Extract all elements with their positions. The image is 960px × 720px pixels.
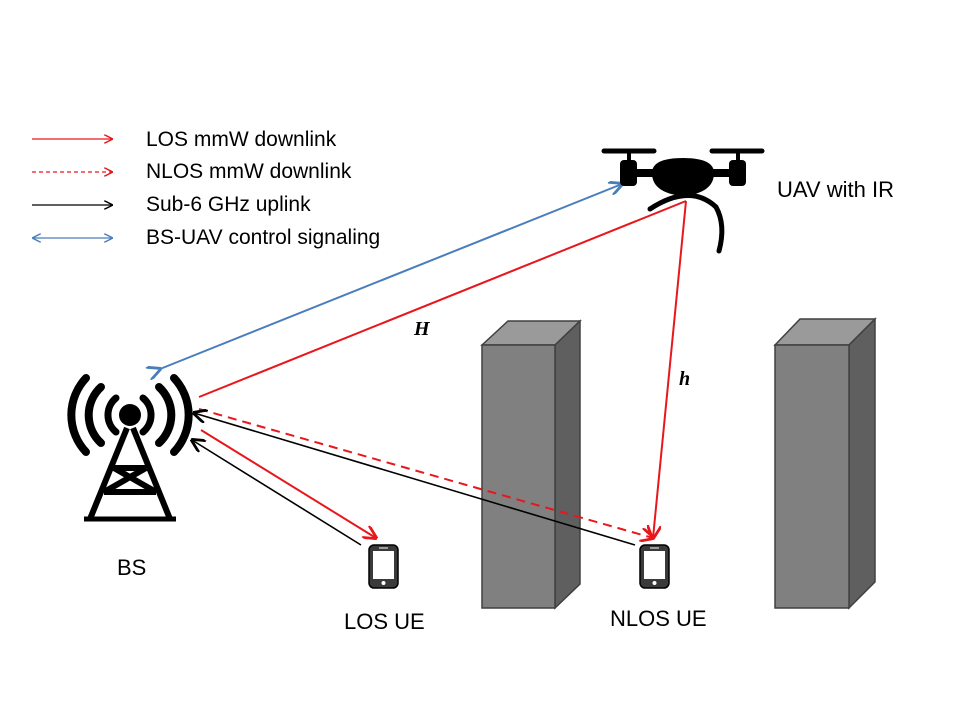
los-ue-phone <box>368 544 399 589</box>
building-right-front <box>774 344 850 609</box>
link-bs-uav-control <box>160 184 622 369</box>
nlos-ue-phone <box>639 544 670 589</box>
drone-icon <box>601 148 765 254</box>
smartphone-icon <box>639 544 670 589</box>
legend: LOS mmW downlink NLOS mmW downlink Sub-6… <box>32 128 380 249</box>
legend-item-control: BS-UAV control signaling <box>33 226 380 249</box>
legend-label-nlos: NLOS mmW downlink <box>146 160 352 183</box>
channel-label-h: h <box>679 368 690 390</box>
links <box>160 184 687 546</box>
building-left <box>480 319 582 610</box>
legend-label-control: BS-UAV control signaling <box>146 226 380 249</box>
building-left-front <box>481 344 556 609</box>
nlos-ue-label: NLOS UE <box>610 606 707 631</box>
link-bs-uav-los-H <box>198 200 687 398</box>
bs-label: BS <box>117 555 146 580</box>
building-right <box>773 317 877 610</box>
cell-tower-icon <box>67 374 193 522</box>
link-bs-losue-downlink <box>200 429 376 538</box>
legend-item-uplink: Sub-6 GHz uplink <box>32 193 311 216</box>
link-nlosue-bs-uplink <box>194 413 636 546</box>
link-uav-nlosue-h <box>653 200 687 538</box>
channel-label-H: H <box>413 318 431 340</box>
link-losue-bs-uplink <box>192 440 362 546</box>
smartphone-icon <box>368 544 399 589</box>
legend-label-uplink: Sub-6 GHz uplink <box>146 193 311 216</box>
building-right-side <box>848 317 876 610</box>
uav-label: UAV with IR <box>777 177 894 202</box>
legend-item-nlos: NLOS mmW downlink <box>32 160 352 183</box>
link-bs-nlosue-dashed <box>198 408 653 538</box>
legend-item-los: LOS mmW downlink <box>32 128 337 151</box>
legend-label-los: LOS mmW downlink <box>146 128 337 151</box>
building-left-side <box>554 319 581 610</box>
los-ue-label: LOS UE <box>344 609 425 634</box>
